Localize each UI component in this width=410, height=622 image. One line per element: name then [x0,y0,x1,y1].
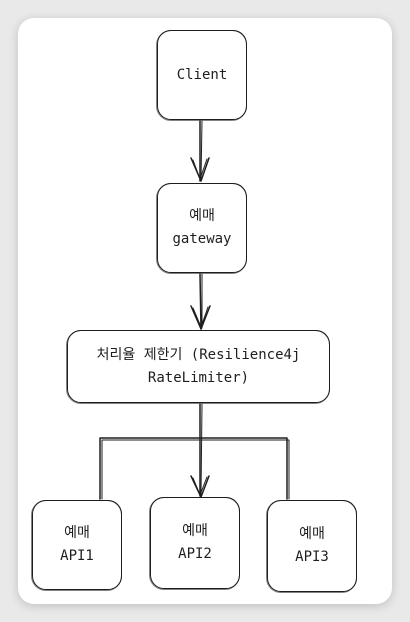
api3-label: 예매 API3 [295,526,329,565]
api2-label: 예매 API2 [178,523,212,562]
gateway-label: 예매 gateway [172,208,232,247]
api2-node: 예매 API2 [149,497,240,590]
api1-node: 예매 API1 [31,500,122,591]
api3-node: 예매 API3 [266,500,357,593]
api1-label: 예매 API1 [60,525,94,564]
rate-limiter-node: 처리율 제한기 (Resilience4j RateLimiter) [66,330,330,404]
gateway-node: 예매 gateway [156,183,247,274]
client-node: Client [156,30,247,121]
client-label: Client [176,66,228,83]
rate-limiter-label: 처리율 제한기 (Resilience4j RateLimiter) [96,346,301,386]
